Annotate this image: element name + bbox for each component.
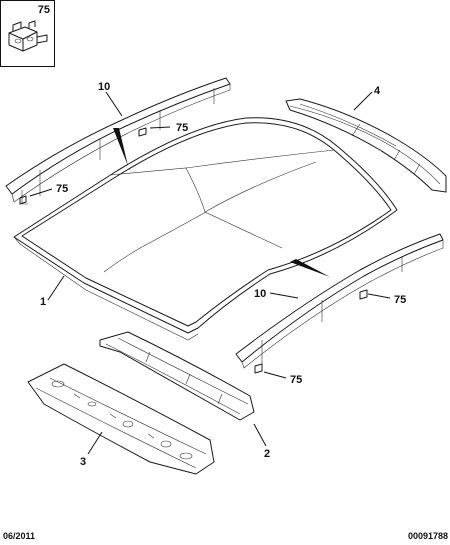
leader-clip-right-lower xyxy=(263,371,287,379)
roof-molding-right xyxy=(235,233,444,374)
detail-inset-box: 75 xyxy=(0,0,55,67)
callout-clip-right-upper: 75 xyxy=(394,294,406,306)
leader-rear-crossmember xyxy=(87,431,103,455)
roof-molding-left xyxy=(5,77,231,205)
leader-clip-left-lower xyxy=(29,188,53,197)
leader-roof-panel xyxy=(47,275,65,301)
footer-reference-number: 00091788 xyxy=(407,531,448,541)
roof-panel xyxy=(13,117,398,341)
leader-molding-left xyxy=(105,91,123,117)
callout-clip-left-upper: 75 xyxy=(176,122,188,134)
detail-part-number: 75 xyxy=(37,4,50,16)
leader-roof-rail xyxy=(353,91,373,111)
front-crossmember xyxy=(99,331,255,421)
leader-arrow-left-molding xyxy=(113,128,128,166)
callout-front-crossmember: 2 xyxy=(264,448,270,460)
leader-molding-right xyxy=(269,292,299,299)
callout-clip-left-lower: 75 xyxy=(56,183,68,195)
callout-roof-rail: 4 xyxy=(374,85,381,97)
callout-clip-right-lower: 75 xyxy=(290,374,302,386)
callout-molding-left: 10 xyxy=(98,81,110,93)
rear-crossmember xyxy=(27,363,215,475)
leader-arrow-right-molding xyxy=(290,259,330,277)
callout-rear-crossmember: 3 xyxy=(80,456,86,468)
footer-date: 06/2011 xyxy=(3,531,36,541)
leader-front-crossmember xyxy=(253,423,267,447)
callout-roof-panel: 1 xyxy=(40,296,46,308)
roof-rail xyxy=(285,98,447,193)
leader-clip-left-upper xyxy=(149,126,171,129)
clip-detail-drawing xyxy=(8,20,48,52)
leader-clip-right-upper xyxy=(367,293,391,299)
callout-molding-right: 10 xyxy=(254,288,266,300)
